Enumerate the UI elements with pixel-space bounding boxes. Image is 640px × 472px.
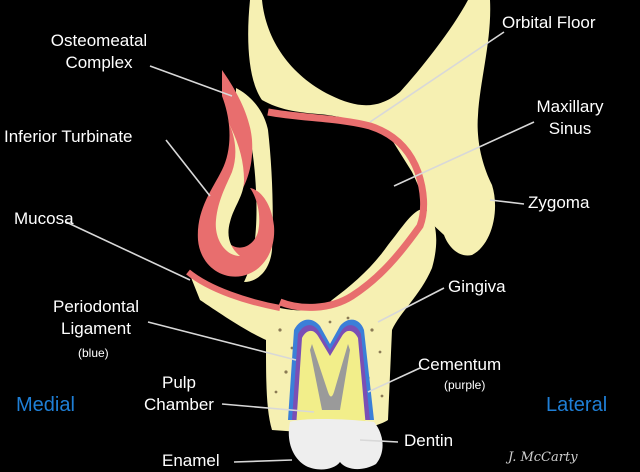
label-dentin: Dentin — [404, 430, 453, 452]
label-gingiva: Gingiva — [448, 276, 506, 298]
label-maxillary-sinus: Maxillary Sinus — [530, 96, 610, 140]
leader-inferior-turbinate — [166, 140, 210, 196]
label-maxillary-line1: Maxillary — [530, 96, 610, 118]
label-cementum: Cementum — [418, 354, 501, 376]
enamel-crown — [289, 419, 383, 469]
label-medial: Medial — [16, 394, 75, 416]
label-inferior-turbinate: Inferior Turbinate — [4, 126, 133, 148]
label-orbital-floor: Orbital Floor — [502, 12, 596, 34]
leader-zygoma — [490, 200, 524, 204]
label-mucosa: Mucosa — [14, 208, 74, 230]
label-lateral: Lateral — [546, 394, 607, 416]
label-pulp-chamber: Pulp Chamber — [134, 372, 224, 416]
label-enamel: Enamel — [162, 450, 220, 472]
label-periodontal-line1: Periodontal — [44, 296, 148, 318]
label-cementum-note: (purple) — [444, 378, 485, 392]
leader-mucosa — [66, 222, 190, 280]
label-periodontal-ligament: Periodontal Ligament — [44, 296, 148, 340]
label-osteomeatal-line1: Osteomeatal — [44, 30, 154, 52]
label-osteomeatal-complex: Osteomeatal Complex — [44, 30, 154, 74]
label-zygoma: Zygoma — [528, 192, 589, 214]
artist-signature: J. McCarty — [508, 450, 578, 465]
label-osteomeatal-line2: Complex — [44, 52, 154, 74]
label-pulp-line2: Chamber — [134, 394, 224, 416]
leader-enamel — [234, 460, 292, 462]
label-pulp-line1: Pulp — [134, 372, 224, 394]
label-maxillary-line2: Sinus — [530, 118, 610, 140]
leader-osteomeatal — [150, 66, 232, 96]
label-periodontal-line2: Ligament — [44, 318, 148, 340]
label-periodontal-note: (blue) — [78, 346, 109, 360]
